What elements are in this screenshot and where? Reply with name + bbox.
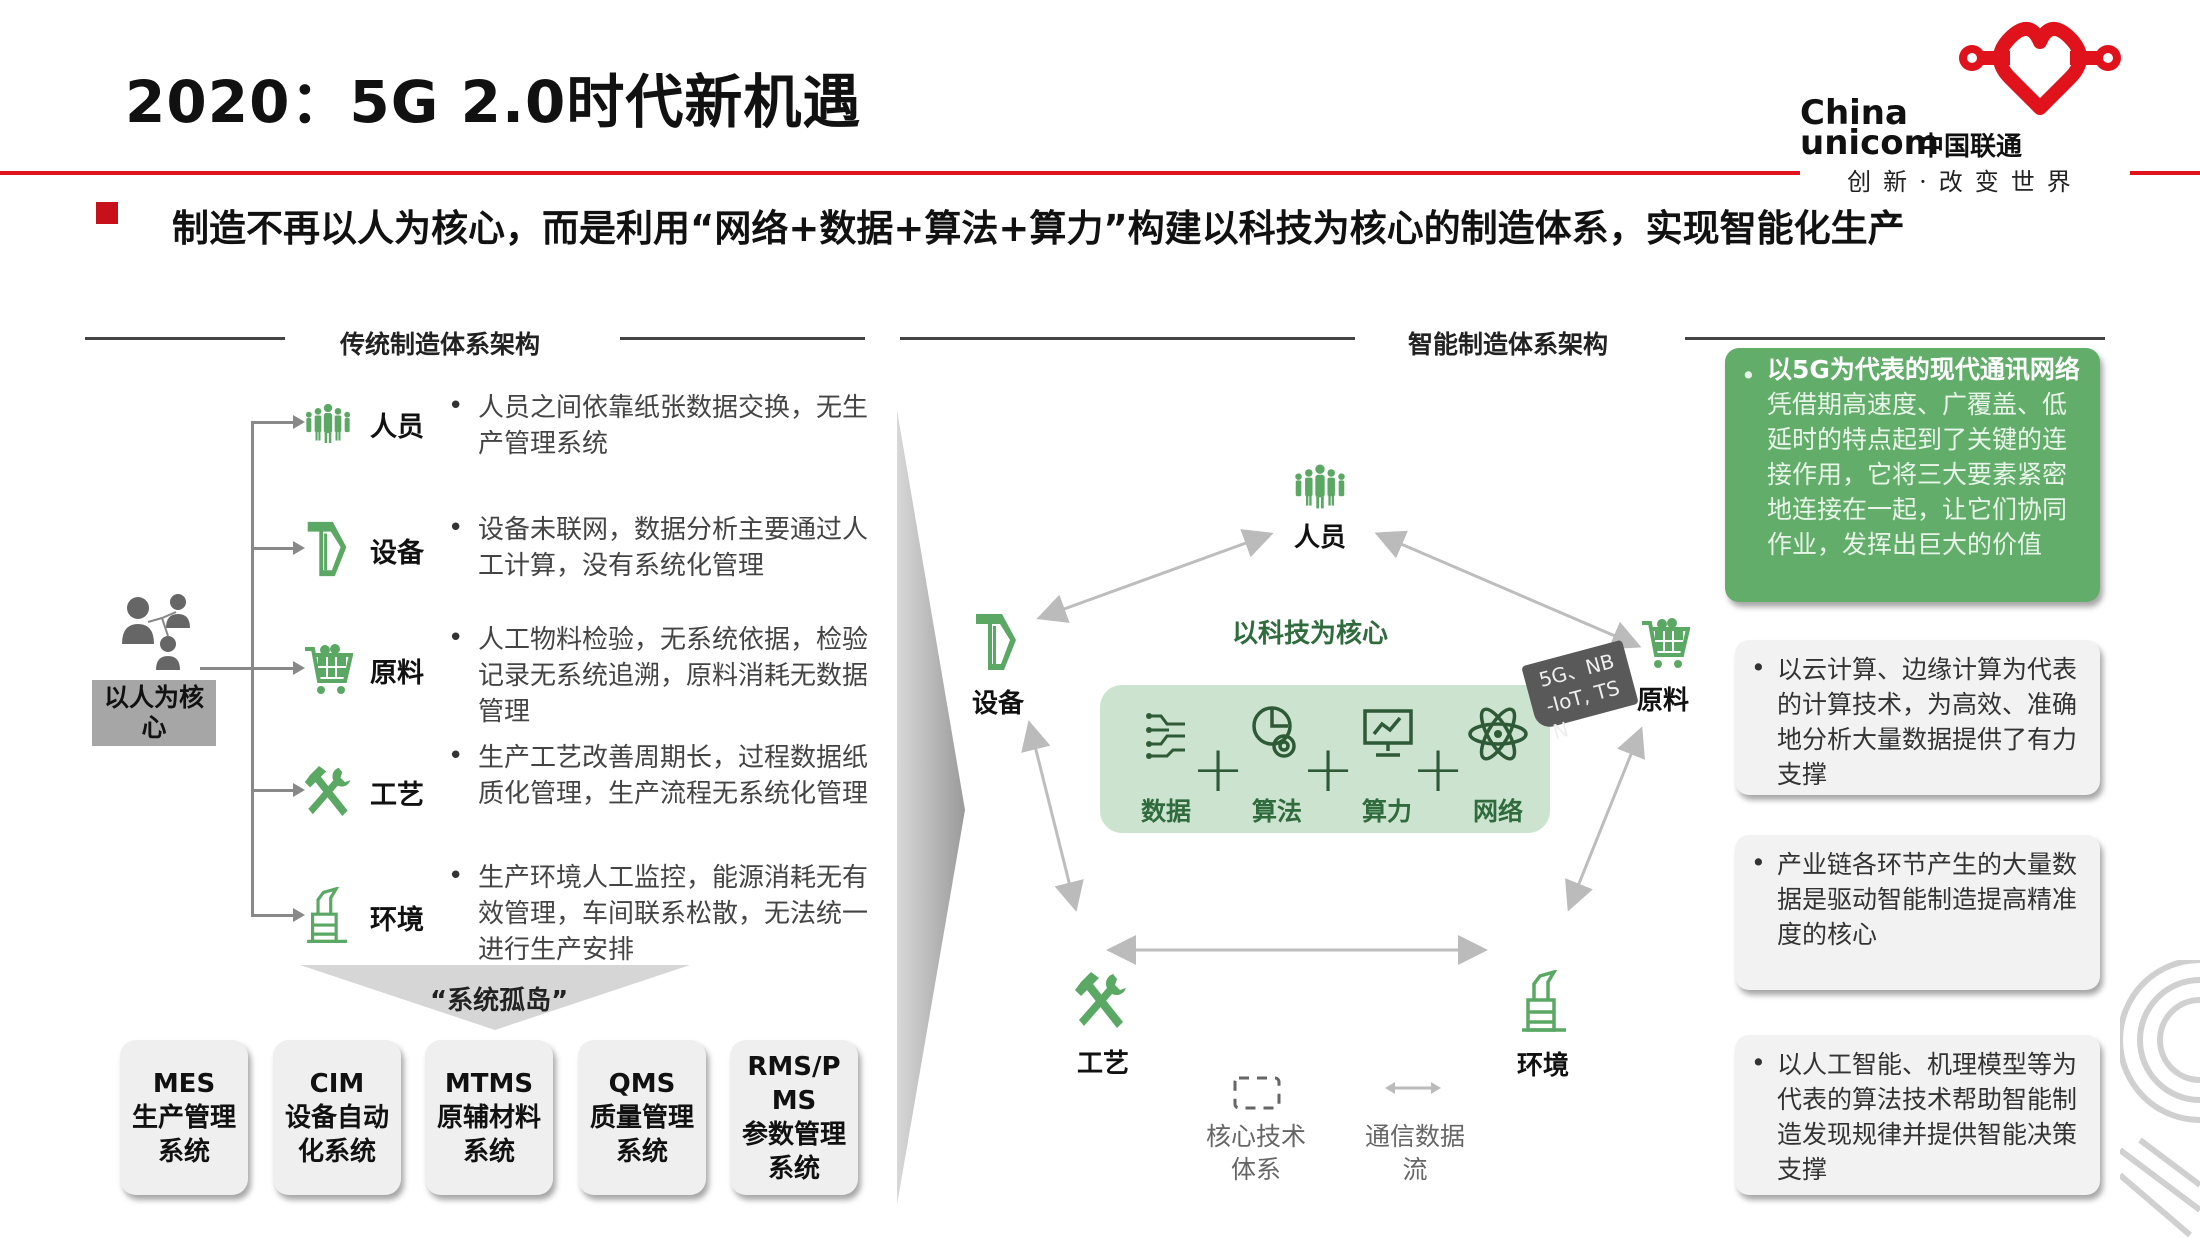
logo-en-line2: unicom	[1800, 123, 1940, 163]
island-down-arrow-icon	[300, 965, 690, 1030]
system-name: 设备自动化系统	[284, 1102, 389, 1167]
legend-flow-label: 通信数据流	[1364, 1122, 1465, 1184]
row-text-material: 人工物料检验，无系统依据，检验记录无系统追溯，原料消耗无数据管理	[448, 620, 868, 730]
row-label-process: 工艺	[370, 780, 424, 811]
dashed-box-legend-icon	[1233, 1076, 1281, 1110]
row-label-people: 人员	[370, 412, 424, 443]
title-divider	[0, 171, 1800, 175]
system-code: RMS/PMS	[747, 1051, 841, 1116]
arrow-head-icon	[293, 541, 305, 555]
system-code: MES	[152, 1068, 216, 1099]
system-box-4: RMS/PMS 参数管理系统	[730, 1040, 858, 1195]
arrow-head-icon	[293, 415, 305, 429]
logo-cn: 中国联通	[1918, 132, 2023, 162]
core-tech-box	[1100, 685, 1550, 833]
tree-branch	[252, 547, 297, 550]
plus-icon: +	[1411, 733, 1465, 807]
card-computing: • 以云计算、边缘计算为代表的计算技术，为高效、准确地分析大量数据提供了有力支撑	[1735, 640, 2100, 795]
transition-chevron-icon	[897, 410, 965, 1205]
card-data-text: 产业链各环节产生的大量数据是驱动智能制造提高精准度的核心	[1777, 850, 2078, 949]
bullet-square-icon	[96, 202, 118, 224]
subtitle: 制造不再以人为核心，而是利用“网络+数据+算法+算力”构建以科技为核心的制造体系…	[172, 207, 1905, 250]
arrow-head-icon	[293, 783, 305, 797]
card-network: • 以5G为代表的现代通讯网络凭借期高速度、广覆盖、低延时的特点起到了关键的连接…	[1725, 348, 2100, 602]
tools-icon	[1073, 970, 1129, 1030]
row-label-equipment: 设备	[370, 538, 424, 569]
network-atom-icon	[1468, 707, 1528, 761]
algorithm-chart-gear-icon	[1252, 706, 1296, 758]
title-divider-right	[2130, 171, 2200, 175]
bullet-icon: •	[1741, 361, 1756, 390]
system-box-2: MTMS 原辅材料系统	[425, 1040, 553, 1195]
traditional-heading: 传统制造体系架构	[340, 330, 541, 359]
card-network-bold: 以5G为代表的现代通讯网络	[1767, 355, 2080, 384]
double-arrow-legend-icon	[1385, 1082, 1441, 1094]
system-name: 原辅材料系统	[436, 1102, 541, 1167]
core-label-people: 以人为核心	[92, 680, 216, 746]
tree-branch	[252, 789, 297, 792]
cart-icon	[1640, 615, 1690, 671]
node-process-label: 工艺	[1076, 1049, 1130, 1079]
card-algorithm-text: 以人工智能、机理模型等为代表的算法技术帮助智能制造发现规律并提供智能决策支撑	[1777, 1050, 2078, 1184]
system-box-3: QMS 质量管理系统	[578, 1040, 706, 1195]
node-material-label: 原料	[1636, 686, 1690, 716]
row-text-people: 人员之间依靠纸张数据交换，无生产管理系统	[448, 388, 868, 462]
bullet-icon: •	[1751, 848, 1766, 877]
row-label-environment: 环境	[370, 905, 424, 936]
arrow-head-icon	[293, 908, 305, 922]
computing-monitor-icon	[1363, 709, 1413, 757]
core-tech-title: 以科技为核心	[1231, 619, 1389, 649]
tree-branch	[252, 914, 297, 917]
smart-heading: 智能制造体系架构	[1408, 330, 1609, 359]
arrow-head-icon	[293, 661, 305, 675]
system-code: QMS	[608, 1068, 676, 1099]
tree-branch	[252, 667, 297, 670]
row-text-equipment: 设备未联网，数据分析主要通过人工计算，没有系统化管理	[448, 510, 868, 584]
row-text-environment: 生产环境人工监控，能源消耗无有效管理，车间联系松散，无法统一进行生产安排	[448, 858, 868, 968]
system-box-0: MES 生产管理系统	[120, 1040, 248, 1195]
tree-line	[200, 667, 300, 670]
page-title: 2020：5G 2.0时代新机遇	[125, 68, 862, 136]
plus-icon: +	[1301, 733, 1355, 807]
unicom-knot-icon	[1959, 22, 2121, 115]
data-circuit-icon	[1146, 713, 1185, 759]
bullet-icon: •	[1751, 653, 1766, 682]
legend-core-label: 核心技术体系	[1205, 1122, 1306, 1184]
card-data: • 产业链各环节产生的大量数据是驱动智能制造提高精准度的核心	[1735, 835, 2100, 990]
core-item-computing: 算力	[1361, 797, 1413, 826]
card-computing-text: 以云计算、边缘计算为代表的计算技术，为高效、准确地分析大量数据提供了有力支撑	[1777, 655, 2078, 789]
china-unicom-logo: China unicom 中国联通 创新·改变世界	[1800, 12, 2130, 197]
node-environment-label: 环境	[1516, 1051, 1570, 1081]
node-equipment-label: 设备	[971, 689, 1025, 719]
people-icon	[1292, 462, 1348, 510]
decorative-arcs	[2120, 960, 2200, 1238]
card-network-text: 凭借期高速度、广覆盖、低延时的特点起到了关键的连接作用，它将三大要素紧密地连接在…	[1767, 390, 2068, 559]
row-label-material: 原料	[370, 658, 424, 689]
system-box-1: CIM 设备自动化系统	[273, 1040, 401, 1195]
logo-slogan: 创新·改变世界	[1800, 162, 2130, 197]
system-name: 生产管理系统	[131, 1102, 236, 1167]
plus-icon: +	[1191, 733, 1245, 807]
bullet-icon: •	[1751, 1048, 1766, 1077]
factory-icon	[1520, 970, 1570, 1034]
system-name: 质量管理系统	[589, 1102, 694, 1167]
row-text-process: 生产工艺改善周期长，过程数据纸质化管理，生产流程无系统化管理	[448, 738, 868, 812]
node-people-label: 人员	[1293, 523, 1347, 553]
divider	[85, 337, 285, 340]
people-network-icon	[122, 594, 190, 670]
equipment-icon	[972, 612, 1022, 672]
core-item-data: 数据	[1140, 797, 1192, 826]
divider	[900, 337, 1355, 340]
system-name: 参数管理系统	[741, 1119, 846, 1184]
logo-en-line1: China	[1800, 93, 1908, 133]
island-label: “系统孤岛”	[430, 986, 569, 1016]
system-code: MTMS	[444, 1068, 534, 1099]
divider	[1685, 337, 2105, 340]
card-algorithm: • 以人工智能、机理模型等为代表的算法技术帮助智能制造发现规律并提供智能决策支撑	[1735, 1035, 2100, 1195]
system-code: CIM	[309, 1068, 365, 1099]
core-item-network: 网络	[1472, 797, 1524, 826]
tree-branch	[252, 421, 297, 424]
core-item-algorithm: 算法	[1251, 797, 1303, 826]
divider	[620, 337, 865, 340]
